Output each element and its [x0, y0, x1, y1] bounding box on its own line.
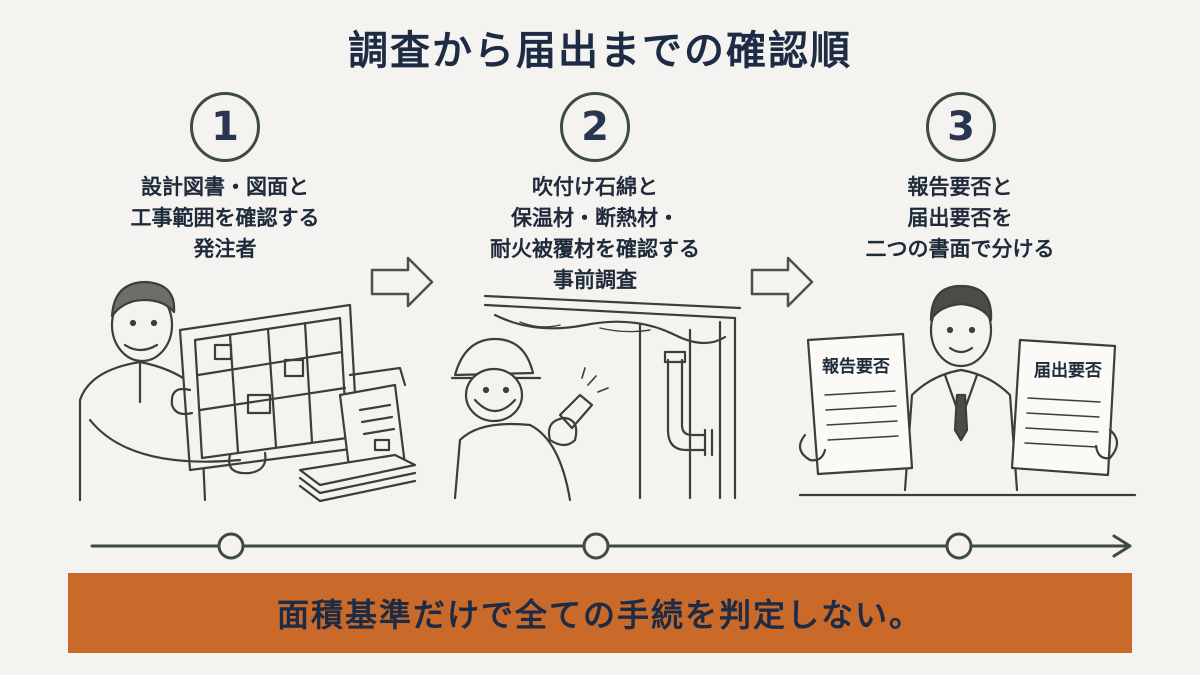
- arrow-1-icon: [370, 256, 434, 308]
- step-3-line-2: 届出要否を: [907, 206, 1013, 230]
- arrow-2-icon: [750, 256, 814, 308]
- timeline-node-3: [945, 532, 973, 560]
- step-2-line-3: 耐火被覆材を確認する: [490, 237, 700, 261]
- warning-banner-text: 面積基準だけで全ての手続を判定しない。: [276, 596, 923, 634]
- step-3-line-3: 二つの書面で分ける: [865, 237, 1055, 261]
- page-title: 調査から届出までの確認順: [348, 28, 852, 74]
- timeline: [90, 532, 1132, 560]
- step-2-line-2: 保温材・断熱材・: [511, 206, 679, 230]
- step-2-number: 2: [560, 92, 630, 162]
- official-holding-documents-illustration: [798, 284, 1137, 497]
- step-3-text: 報告要否と 届出要否を 二つの書面で分ける: [830, 172, 1090, 265]
- step-1-line-1: 設計図書・図面と: [141, 175, 309, 199]
- step-3-line-1: 報告要否と: [907, 175, 1013, 199]
- step-1-line-2: 工事範囲を確認する: [130, 206, 320, 230]
- person-reviewing-drawings-illustration: [78, 280, 417, 503]
- step-3-number: 3: [926, 92, 996, 162]
- document-label-notification: 届出要否: [1034, 360, 1102, 381]
- document-label-report: 報告要否: [822, 356, 890, 377]
- step-1-text: 設計図書・図面と 工事範囲を確認する 発注者: [95, 172, 355, 265]
- timeline-node-1: [217, 532, 245, 560]
- step-1-line-3: 発注者: [193, 237, 257, 261]
- timeline-node-2: [582, 532, 610, 560]
- step-2-text: 吹付け石綿と 保温材・断熱材・ 耐火被覆材を確認する 事前調査: [455, 172, 735, 296]
- inspector-with-flashlight-illustration: [450, 294, 742, 502]
- step-2-line-4: 事前調査: [553, 268, 637, 292]
- warning-banner: 面積基準だけで全ての手続を判定しない。: [68, 573, 1132, 653]
- step-2-line-1: 吹付け石綿と: [532, 175, 658, 199]
- step-1-number: 1: [190, 92, 260, 162]
